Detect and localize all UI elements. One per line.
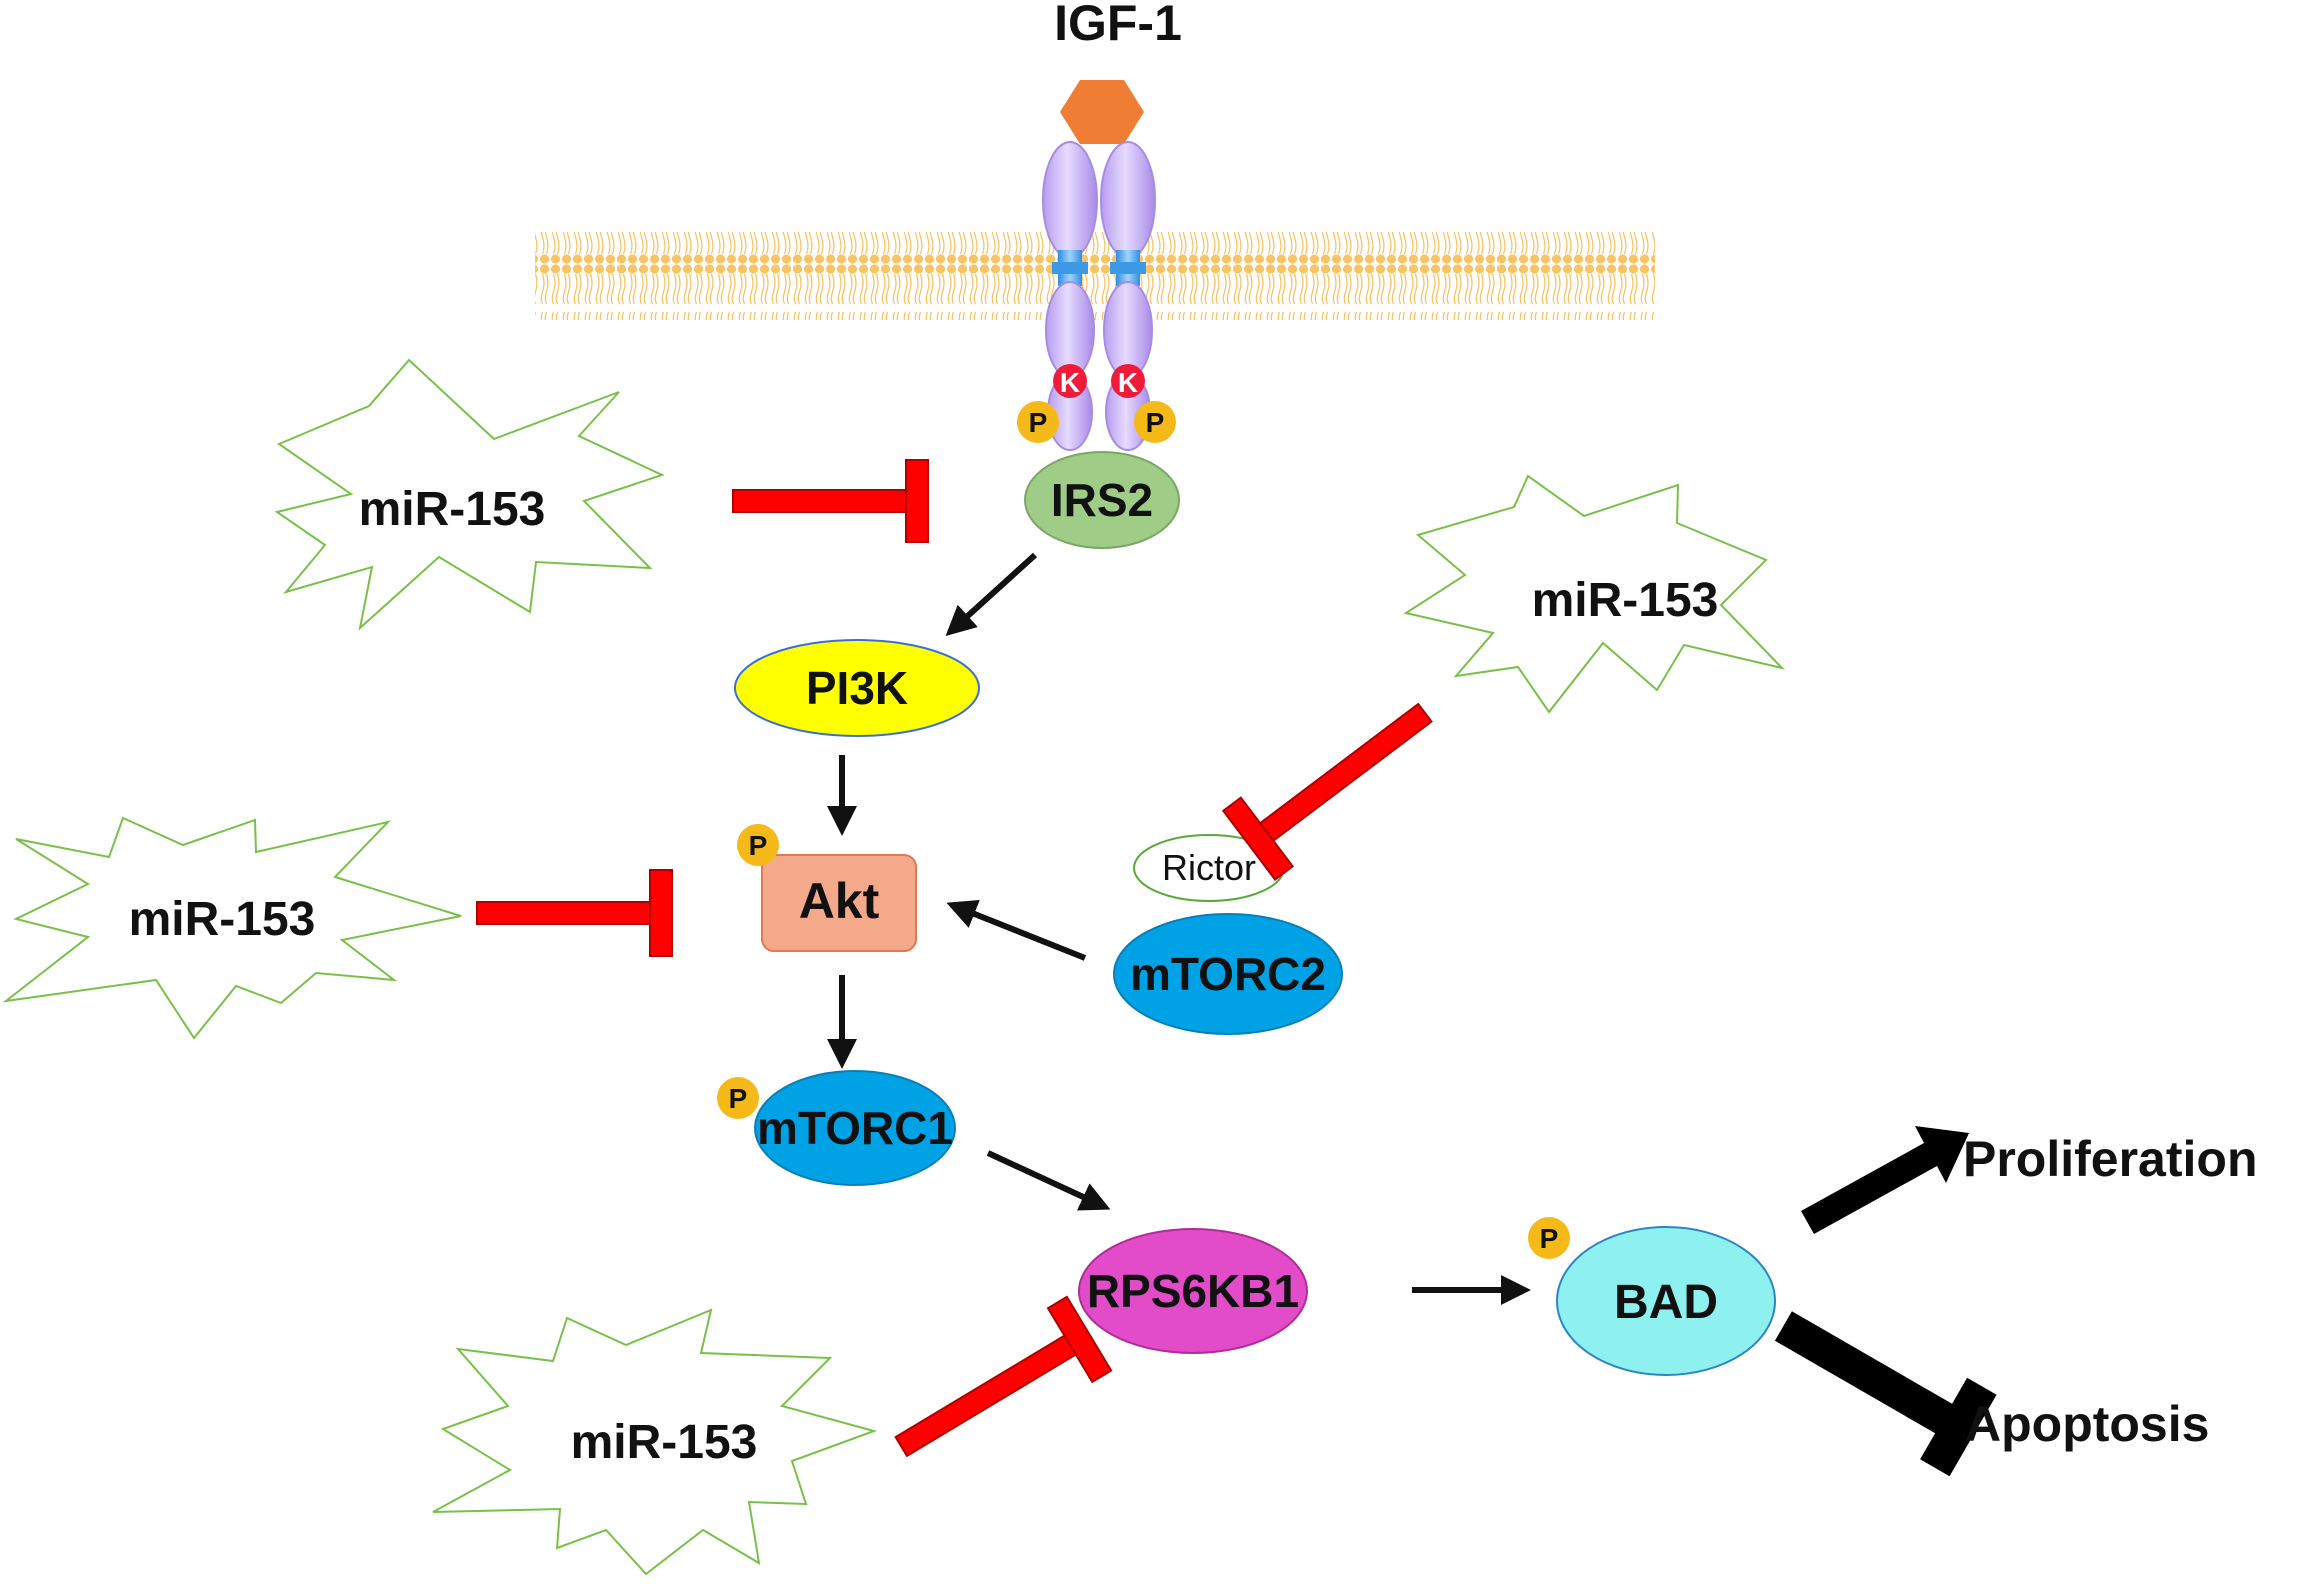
- irs2-label: IRS2: [1051, 474, 1153, 526]
- phospho-site-receptor-right: P: [1134, 401, 1176, 443]
- mir153-burst-1: miR-153: [274, 358, 665, 631]
- akt-node: Akt: [761, 854, 917, 952]
- svg-text:P: P: [1540, 1223, 1559, 1254]
- igf1-receptor: K K P P: [1017, 141, 1176, 451]
- rictor-label: Rictor: [1162, 847, 1256, 888]
- rps6kb1-label: RPS6KB1: [1087, 1265, 1299, 1317]
- kinase-domain-left: K: [1053, 364, 1087, 398]
- svg-text:P: P: [749, 830, 768, 861]
- mir153-label-1: miR-153: [359, 483, 546, 536]
- proliferation-label: Proliferation: [1963, 1131, 2257, 1187]
- phospho-site-bad: P: [1528, 1217, 1570, 1259]
- inhibition-markers: [476, 459, 1433, 1458]
- akt-label: Akt: [799, 873, 880, 929]
- arrow-irs2-to-pi3k: [945, 552, 1038, 637]
- mtorc1-label: mTORC1: [757, 1102, 953, 1154]
- svg-text:P: P: [729, 1083, 748, 1114]
- rictor-node: Rictor: [1133, 834, 1285, 902]
- phospho-site-mtorc1: P: [717, 1077, 759, 1119]
- mtorc2-label: mTORC2: [1130, 948, 1326, 1000]
- svg-text:P: P: [1146, 407, 1165, 438]
- kinase-domain-right: K: [1111, 364, 1145, 398]
- arrow-to-proliferation: [1801, 1126, 1969, 1234]
- inhibition-to-rps6kb1: [894, 1295, 1113, 1458]
- inhibition-to-irs2: [732, 459, 929, 543]
- igf1-hexagon: [1060, 80, 1144, 144]
- mir153-label-4: miR-153: [571, 1416, 758, 1469]
- mir153-label-3: miR-153: [129, 893, 316, 946]
- cell-membrane: [535, 232, 1655, 320]
- rps6kb1-node: RPS6KB1: [1078, 1228, 1308, 1354]
- mtorc2-node: mTORC2: [1113, 913, 1343, 1035]
- igf1-label: IGF-1: [1054, 0, 1182, 51]
- bad-node: BAD: [1556, 1226, 1776, 1376]
- svg-text:K: K: [1060, 367, 1080, 398]
- activation-arrows: [827, 552, 1531, 1305]
- mir153-burst-2: miR-153: [1403, 474, 1786, 714]
- arrow-mtorc1-to-rps6kb1: [986, 1150, 1111, 1211]
- pi3k-label: PI3K: [806, 662, 908, 714]
- mtorc1-node: mTORC1: [754, 1070, 956, 1186]
- bad-label: BAD: [1614, 1276, 1718, 1329]
- arrow-mtorc2-to-akt: [946, 899, 1087, 961]
- pi3k-node: PI3K: [734, 639, 980, 737]
- irs2-node: IRS2: [1024, 451, 1180, 549]
- svg-text:P: P: [1029, 407, 1048, 438]
- inhibition-to-akt: [476, 869, 673, 957]
- mir153-burst-4: miR-153: [432, 1308, 878, 1576]
- mir153-burst-3: miR-153: [2, 816, 462, 1040]
- inhibition-to-rictor: [1221, 702, 1433, 881]
- apoptosis-label: Apoptosis: [1965, 1396, 2209, 1452]
- phospho-site-akt: P: [737, 824, 779, 866]
- outcome-arrows: [1774, 1126, 1997, 1477]
- mir153-label-2: miR-153: [1532, 574, 1719, 627]
- phospho-site-receptor-left: P: [1017, 401, 1059, 443]
- svg-text:K: K: [1118, 367, 1138, 398]
- block-to-apoptosis: [1774, 1311, 1997, 1477]
